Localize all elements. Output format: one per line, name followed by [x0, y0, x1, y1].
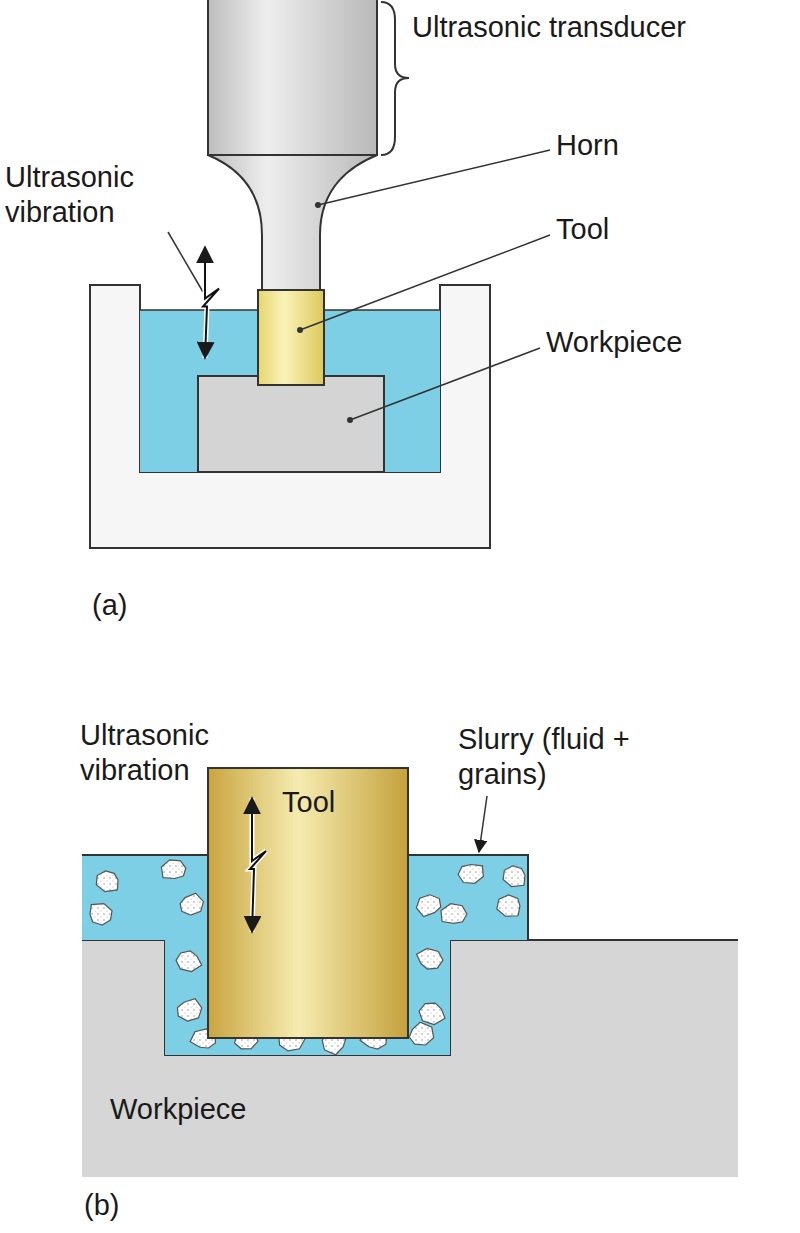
grain	[409, 1022, 433, 1045]
motion-label: Ultrasonic vibration	[80, 718, 260, 788]
subfigure-label: (b)	[84, 1188, 119, 1223]
grain	[177, 999, 201, 1021]
grain	[497, 895, 520, 916]
grain	[96, 871, 118, 892]
part-name: Workpiece	[110, 1092, 246, 1127]
tool	[258, 290, 324, 385]
leader-lines	[168, 150, 550, 862]
part-name: Workpiece	[546, 325, 682, 360]
part-name: Slurry (fluid + grains)	[458, 722, 693, 792]
grain	[416, 895, 440, 917]
grain	[90, 904, 112, 925]
tank	[90, 285, 490, 548]
grain	[161, 860, 185, 879]
grain	[419, 1003, 445, 1025]
motion-label: Ultrasonic vibration	[5, 160, 180, 230]
transducer-body	[208, 0, 377, 155]
workpiece-block	[198, 376, 384, 472]
grain	[503, 866, 525, 887]
grain	[176, 951, 202, 972]
leader-arrow	[479, 796, 487, 852]
part-name: Horn	[556, 128, 619, 163]
subfigure-label: (a)	[92, 588, 127, 623]
part-name: Tool	[556, 212, 609, 247]
part-name: Ultrasonic transducer	[412, 10, 686, 45]
grain	[417, 948, 443, 969]
grain	[180, 893, 203, 915]
vibration-arrows	[203, 247, 266, 932]
bracket	[381, 2, 409, 155]
horn	[208, 155, 377, 292]
tool	[208, 768, 408, 1038]
grain	[458, 865, 483, 884]
part-name: Tool	[282, 785, 335, 820]
grain	[441, 904, 467, 924]
